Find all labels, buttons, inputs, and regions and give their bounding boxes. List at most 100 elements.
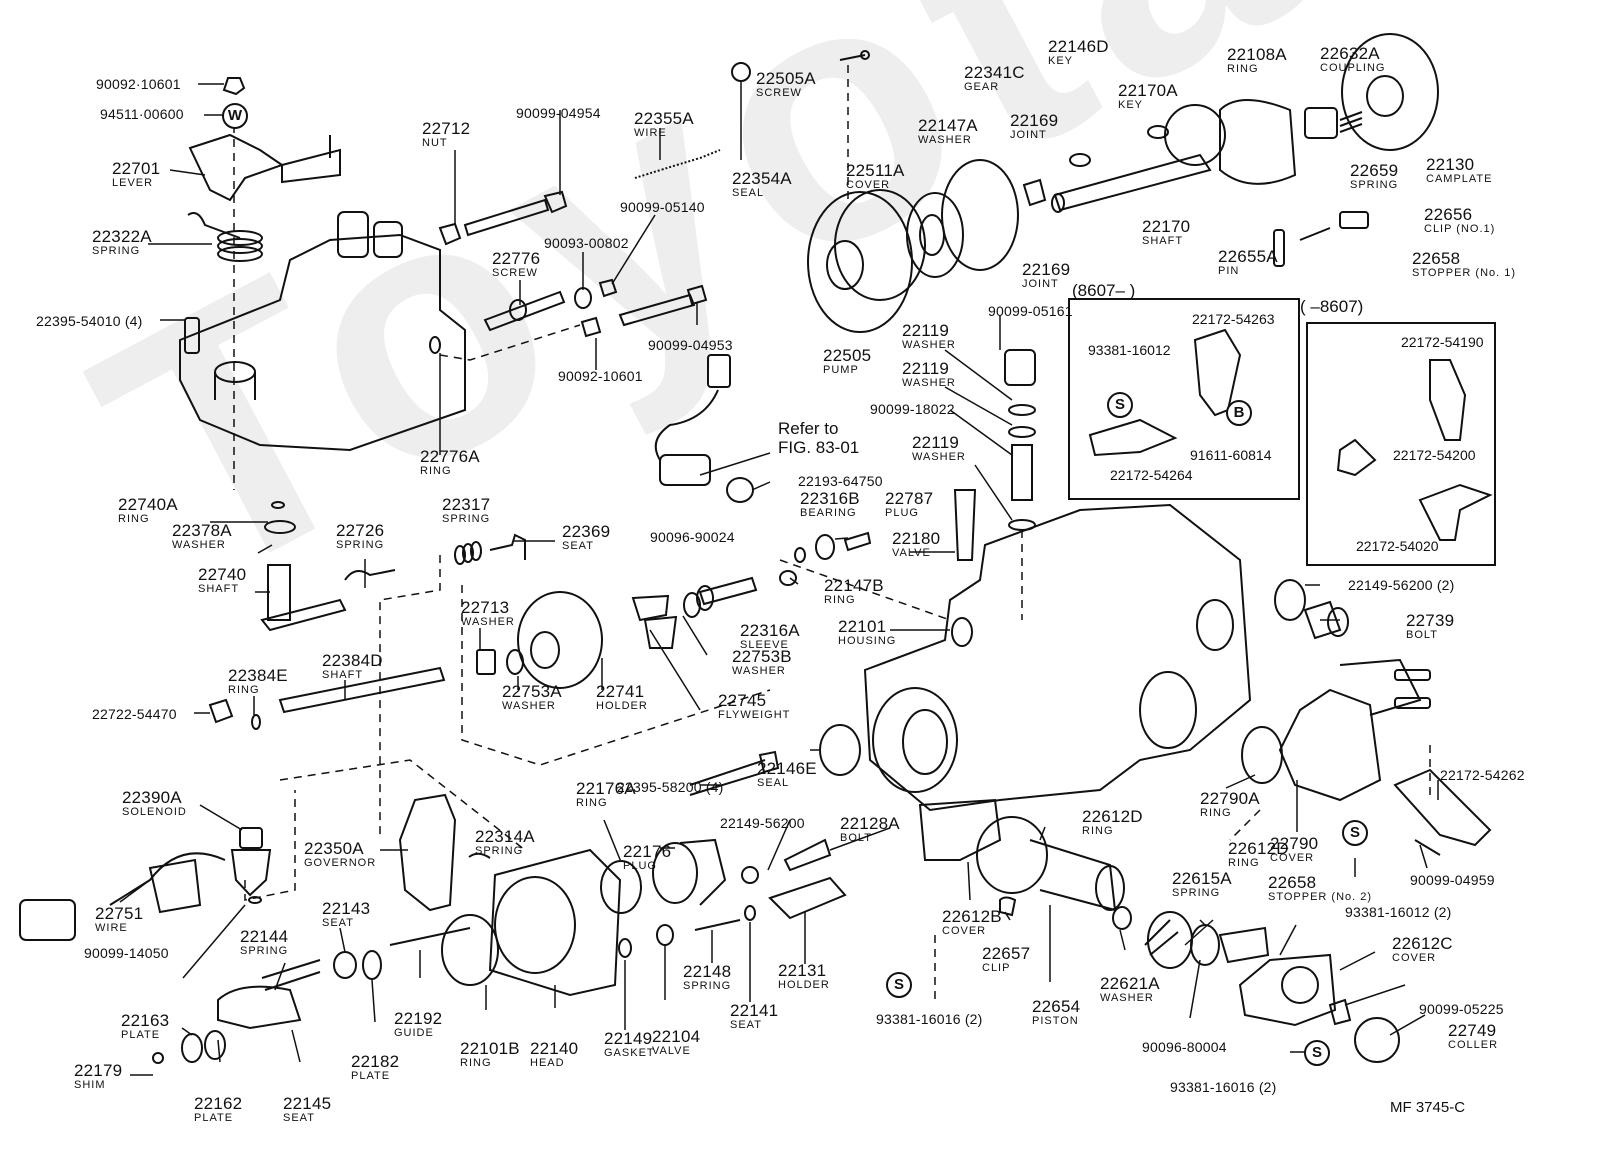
screw-22776 — [483, 290, 566, 332]
part-label-90092-10601-top: 90092·10601 — [96, 77, 181, 91]
inset-left-title: (8607– ) — [1072, 281, 1136, 300]
part-label-90099-05161: 90099-05161 — [988, 304, 1073, 318]
part-number: 22149-56200 (2) — [1348, 577, 1455, 593]
part-label-93381-16012-2: 93381-16012 (2) — [1345, 905, 1452, 919]
part-number: 90099-14050 — [84, 945, 169, 961]
part-number: 90096-80004 — [1142, 1039, 1227, 1055]
part-number: 22658 — [1268, 873, 1317, 892]
part-number: 22130 — [1426, 155, 1475, 174]
part-number: 22179 — [74, 1061, 123, 1080]
part-number: 22612C — [1392, 934, 1453, 953]
plug-22176 — [600, 724, 861, 958]
part-number: 22790A — [1200, 789, 1260, 808]
part-number: 94511·00600 — [100, 106, 184, 122]
part-number: 22128A — [840, 814, 900, 833]
part-number: 22659 — [1350, 161, 1399, 180]
part-name: CLIP — [982, 962, 1011, 974]
part-name: RING — [228, 684, 260, 696]
part-number: 22701 — [112, 159, 161, 178]
camplate — [1341, 33, 1439, 151]
part-number: 22395-58200 (4) — [617, 779, 724, 795]
part-number: 22145 — [283, 1094, 332, 1113]
part-number: 22162 — [194, 1094, 243, 1113]
part-number: 22656 — [1424, 205, 1473, 224]
part-name: WIRE — [634, 127, 667, 139]
part-number: 22615A — [1172, 869, 1232, 888]
bolt-90099-04954 — [463, 190, 568, 237]
part-name: COVER — [846, 179, 891, 191]
part-name: PLATE — [194, 1112, 234, 1124]
part-name: PUMP — [823, 364, 859, 376]
part-number: 90092-10601 — [558, 368, 643, 384]
part-name: PLATE — [121, 1029, 161, 1041]
part-number: 22316A — [740, 621, 800, 640]
part-name: RING — [118, 513, 150, 525]
part-number: 22355A — [634, 109, 694, 128]
part-name: PLUG — [623, 860, 657, 872]
part-name: SHAFT — [322, 669, 364, 681]
part-label-93381-16016-a: 93381-16016 (2) — [876, 1012, 983, 1026]
part-name: GEAR — [964, 81, 1000, 93]
part-label-90099-18022: 90099-18022 — [870, 402, 955, 416]
bolt-22739 — [1274, 579, 1349, 640]
part-label-90099-05225: 90099-05225 — [1419, 1002, 1504, 1016]
nut-90099-05140 — [598, 278, 618, 298]
pump-housing-22101 — [863, 503, 1252, 812]
wire-22355a — [634, 149, 721, 179]
part-number: 22170 — [1142, 217, 1191, 236]
part-name: BEARING — [800, 507, 857, 519]
part-number: 22108A — [1227, 45, 1287, 64]
clip-stopper-pin — [1273, 211, 1369, 267]
part-label-22149-56200: 22149-56200 — [720, 816, 805, 830]
assembly-dashed-lines — [233, 65, 1431, 1002]
part-name: SCREW — [492, 267, 538, 279]
part-number: 22505A — [756, 69, 816, 88]
inset-part-label: 22172-54200 — [1393, 447, 1476, 463]
part-number: 90099-18022 — [870, 401, 955, 417]
part-number: 22144 — [240, 927, 289, 946]
cover-22790 — [1241, 658, 1492, 856]
part-number: 93381-16016 (2) — [876, 1011, 983, 1027]
shaft-22384d — [208, 666, 446, 730]
part-label-90099-04953: 90099-04953 — [648, 338, 733, 352]
part-name: BOLT — [1406, 629, 1438, 641]
part-number: 22149-56200 — [720, 815, 805, 831]
part-name: JOINT — [1010, 129, 1047, 141]
part-name: SCREW — [756, 87, 802, 99]
part-name: WASHER — [902, 339, 956, 351]
part-number: 90099-05140 — [620, 199, 705, 215]
inset-right-title: ( –8607) — [1300, 297, 1364, 316]
part-name: COVER — [942, 925, 987, 937]
part-label-90099-04959: 90099-04959 — [1410, 873, 1495, 887]
part-number: 22119 — [902, 359, 950, 378]
part-name: NUT — [422, 137, 448, 149]
part-name: SEAT — [322, 917, 354, 929]
inset-part-label: 22172-54264 — [1110, 467, 1193, 483]
screw-symbol-icon: S — [1107, 392, 1133, 418]
part-name: SHIM — [74, 1079, 106, 1091]
